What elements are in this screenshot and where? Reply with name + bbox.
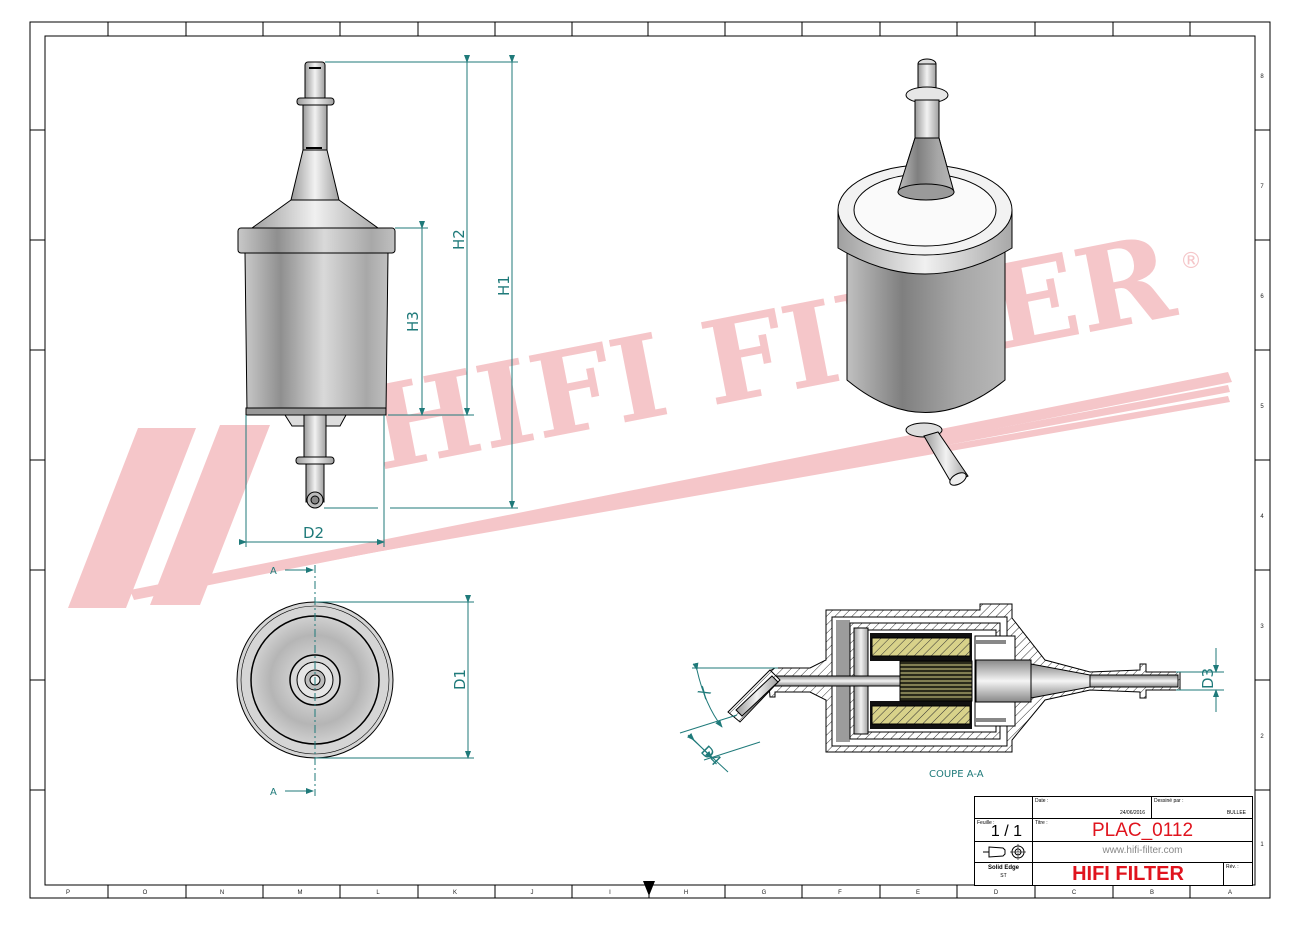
isometric-view <box>837 58 1013 486</box>
svg-text:3: 3 <box>1260 624 1264 630</box>
revision-cell: Rév. : <box>1223 862 1253 886</box>
svg-text:C: C <box>1072 890 1077 896</box>
date-cell: Date : 24/06/2016 <box>1032 796 1152 819</box>
svg-text:H: H <box>684 890 688 896</box>
top-zone-ruler <box>107 22 1191 36</box>
dimension-h1: H1 <box>495 275 513 296</box>
svg-text:L: L <box>376 890 380 896</box>
svg-text:P: P <box>66 890 70 896</box>
svg-text:J: J <box>531 890 534 896</box>
title-label: Titre : <box>1035 820 1048 826</box>
software-version: ST <box>1000 873 1007 879</box>
brand-name: HIFI FILTER <box>1072 863 1184 885</box>
website-cell: www.hifi-filter.com <box>1032 841 1253 863</box>
front-view: H3 H2 H1 D2 <box>237 55 518 547</box>
software-cell: Solid Edge ST <box>974 862 1033 886</box>
section-view: X D4 D3 COUPE A-A <box>679 603 1224 780</box>
part-reference: PLAC_0112 <box>1091 820 1194 841</box>
svg-text:G: G <box>762 890 767 896</box>
sheet-cell: Feuille : 1 / 1 <box>974 818 1033 842</box>
svg-text:E: E <box>916 890 920 896</box>
svg-text:5: 5 <box>1260 404 1264 410</box>
dimension-d1: D1 <box>451 669 469 690</box>
side-zone-rulers: 8 7 6 5 4 3 2 1 <box>30 74 1270 848</box>
svg-text:N: N <box>220 890 224 896</box>
section-label: COUPE A-A <box>929 769 984 780</box>
svg-text:B: B <box>1150 890 1154 896</box>
sheet-label: Feuille : <box>977 820 995 826</box>
svg-text:8: 8 <box>1260 74 1264 80</box>
svg-text:D: D <box>994 890 999 896</box>
svg-text:6: 6 <box>1260 294 1264 300</box>
svg-text:4: 4 <box>1260 514 1264 520</box>
title-block-blank <box>974 796 1033 819</box>
dimension-d2: D2 <box>303 524 324 542</box>
revision-label: Rév. : <box>1226 864 1239 870</box>
svg-text:1: 1 <box>1260 842 1264 848</box>
dimension-h2: H2 <box>450 229 468 250</box>
dimension-x: X <box>694 683 714 702</box>
dimension-d3: D3 <box>1199 668 1217 689</box>
svg-text:M: M <box>298 890 303 896</box>
watermark: HIFI FILTER ® <box>68 209 1232 608</box>
svg-text:O: O <box>143 890 148 896</box>
svg-text:K: K <box>453 890 457 896</box>
drawn-by-cell: Dessiné par : BULLEE <box>1151 796 1253 819</box>
drawn-by-value: BULLEE <box>1226 810 1246 816</box>
svg-text:7: 7 <box>1260 184 1264 190</box>
top-view: A A D1 <box>236 565 474 798</box>
software-name: Solid Edge <box>987 865 1019 871</box>
drawn-by-label: Dessiné par : <box>1154 798 1184 804</box>
svg-text:A: A <box>1228 890 1232 896</box>
website-text: www.hifi-filter.com <box>1102 845 1183 856</box>
svg-text:F: F <box>838 890 842 896</box>
sheet-value: 1 / 1 <box>990 823 1022 840</box>
projection-cell <box>974 841 1033 863</box>
date-value: 24/06/2016 <box>1119 810 1145 816</box>
svg-text:®: ® <box>1180 249 1202 274</box>
date-label: Date : <box>1035 798 1049 804</box>
section-marker-a-top: A <box>270 566 277 577</box>
dimension-h3: H3 <box>404 311 422 332</box>
first-angle-projection-icon <box>983 844 1026 860</box>
title-block: Date : 24/06/2016 Dessiné par : BULLEE F… <box>974 796 1253 886</box>
svg-text:HIFI FILTER: HIFI FILTER <box>360 209 1186 497</box>
svg-text:I: I <box>609 890 611 896</box>
bottom-zone-ruler: P O N M L K J I H G F E D C B A <box>66 885 1232 898</box>
svg-text:2: 2 <box>1260 734 1264 740</box>
title-cell: Titre : PLAC_0112 <box>1032 818 1253 842</box>
brand-cell: HIFI FILTER <box>1032 862 1224 886</box>
section-marker-a-bottom: A <box>270 787 277 798</box>
